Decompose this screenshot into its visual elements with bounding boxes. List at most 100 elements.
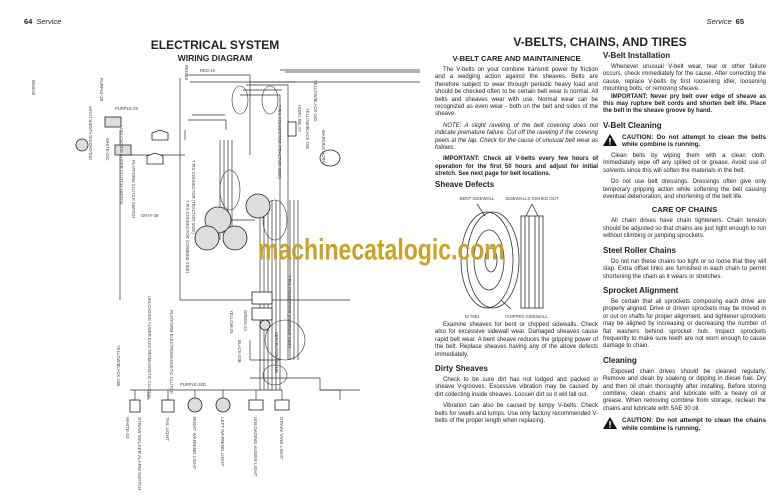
warning-horn-icon bbox=[319, 149, 341, 167]
label-unloading-light: UNLOADING AUGER LIGHT bbox=[88, 105, 93, 160]
label-left-warning: LEFT WARNING LIGHT bbox=[220, 417, 225, 466]
wires bbox=[119, 69, 420, 400]
terminal-block-2 bbox=[251, 291, 273, 305]
label-gray-29: GRAY-29 bbox=[141, 213, 159, 218]
diagram-bottom-labels: WHITE-10 STRAW WALKER ALARM SWITCH TAIL … bbox=[125, 417, 284, 490]
right-warning-light-icon bbox=[187, 397, 203, 413]
warning-triangle-icon bbox=[603, 417, 617, 430]
para-important: IMPORTANT: Check all V-belts every few h… bbox=[435, 156, 598, 178]
heading-steel-roller-chains: Steel Roller Chains bbox=[603, 245, 676, 255]
left-text-column-bottom: Examine sheaves for bent or chipped side… bbox=[435, 322, 598, 429]
caution-chains: CAUTION: Do not attempt to clean the cha… bbox=[603, 417, 766, 432]
sheave-defects-figure: BENT SIDEWALL SIDEWALLS DISHED OUT CHIPP… bbox=[460, 196, 559, 319]
wiring-diagram: M54046 PURPLE-28 PURPLE-29 GRAY-29 RED-1… bbox=[31, 65, 420, 490]
label-tail-light: TAIL LIGHT bbox=[165, 417, 170, 441]
page-title: ELECTRICAL SYSTEM bbox=[150, 38, 280, 52]
diagram-labels: M54046 PURPLE-28 PURPLE-29 GRAY-29 RED-1… bbox=[31, 65, 326, 398]
section-name-right: Service bbox=[706, 17, 732, 26]
heading-sheave-defects: Sheave Defects bbox=[435, 180, 495, 189]
section-name: Service bbox=[36, 17, 62, 26]
label-grain-tank-light: GRAIN TANK LIGHT bbox=[279, 417, 284, 460]
caution-chains-text: CAUTION: Do not attempt to clean the cha… bbox=[622, 417, 766, 432]
unloading-auger-light-icon bbox=[75, 138, 89, 152]
label-platform-switch: PLATFORM CLUTCH SWITCH bbox=[131, 160, 136, 218]
label-purple-29: PURPLE-29 bbox=[115, 106, 138, 111]
page-number-right: 65 bbox=[735, 17, 744, 26]
horn-relay-icon bbox=[287, 121, 297, 137]
heading-vbelt-installation: V-Belt Installation bbox=[603, 51, 671, 60]
heading-dirty-sheaves: Dirty Sheaves bbox=[435, 364, 488, 374]
label-unloading-clutch: UNLOADING AUGER ELECTROMAGNETIC CLUTCH bbox=[147, 296, 152, 398]
platform-clutch-icon bbox=[146, 152, 164, 165]
para-clean-2: Do not use belt dressings. Dressings oft… bbox=[603, 179, 766, 201]
figure-code: M 7651 bbox=[465, 314, 480, 319]
para-note: NOTE: A slight raveling of the belt cove… bbox=[435, 122, 598, 152]
label-platform-clutch: PLATFORM ELECTROMAGNETIC CLUTCH bbox=[169, 310, 174, 394]
para-install-important: IMPORTANT: Never pry belt over edge of s… bbox=[603, 93, 766, 115]
straw-walker-switch-icon bbox=[129, 399, 141, 413]
unloading-clutch-icon bbox=[151, 129, 169, 141]
para-examine: Examine sheaves for bent or chipped side… bbox=[435, 322, 598, 358]
grain-tank-light-icon bbox=[274, 399, 290, 411]
label-7pin-tractor-2: 7 PIN CONNECTOR (TRACTOR SIDE) bbox=[191, 160, 196, 234]
heading-vbelt-care: V-BELT CARE AND MAINTAINENCE bbox=[452, 54, 581, 63]
label-separator-frame: SEPARATOR FRAME bbox=[274, 332, 279, 373]
caution-belts-text: CAUTION: Do not attempt to clean the bel… bbox=[622, 133, 766, 149]
label-red-18: RED-18 bbox=[184, 65, 189, 81]
label-green-24: GREEN-24 bbox=[243, 310, 248, 332]
label-unloading-switch: UNLOADING AUGER CLUTCH SWITCH bbox=[119, 128, 124, 205]
label-dished-out: SIDEWALLS DISHED OUT bbox=[505, 196, 559, 201]
label-code: M54046 bbox=[31, 80, 36, 96]
right-text-column: V-Belt Installation Whenever unusual V-b… bbox=[603, 49, 766, 436]
label-straw-walker: STRAW WALKER ALARM SWITCH bbox=[137, 417, 142, 490]
para-dirty-2: Vibration can also be caused by lumpy V-… bbox=[435, 403, 598, 425]
para-clean-1: Clean belts by wiping them with a clean … bbox=[603, 153, 766, 174]
page-number: 64 bbox=[24, 17, 33, 26]
label-white-10c: WHITE-10C bbox=[105, 138, 110, 161]
label-warning-horn: WARNING HORN bbox=[321, 130, 326, 164]
heading-chain-cleaning: Cleaning bbox=[603, 355, 637, 365]
para-chain-cleaning: Exposed chain drives should be cleaned r… bbox=[603, 368, 766, 412]
platform-switch-icon bbox=[114, 144, 132, 156]
label-horn-relay: HORN RELAY bbox=[297, 105, 302, 132]
label-chipped-sidewall: CHIPPED SIDEWALL bbox=[505, 314, 548, 319]
label-bent-sidewall: BENT SIDEWALL bbox=[460, 196, 495, 201]
page-subtitle: WIRING DIAGRAM bbox=[177, 53, 253, 63]
label-unloading-light-2: UNLOADING AUGER LIGHT bbox=[253, 417, 258, 477]
label-yellow-black-16b: YELLOW/BLACK-16B bbox=[116, 345, 121, 386]
label-right-warning: RIGHT WARNING LIGHT bbox=[192, 417, 197, 470]
para-install: Whenever unusual V-belt wear, tear or ot… bbox=[603, 64, 766, 93]
connectors-and-devices bbox=[75, 116, 341, 413]
para-dirty-1: Check to be sure dirt has not lodged and… bbox=[435, 377, 598, 398]
terminal-block bbox=[251, 307, 273, 321]
heading-sprocket-alignment: Sprocket Alignment bbox=[603, 285, 679, 295]
tail-light-icon bbox=[161, 399, 175, 413]
label-7pin-combine: 7 PIN CONNECTOR (COMBINE SIDE) bbox=[185, 200, 190, 274]
heading-vbelt-cleaning: V-Belt Cleaning bbox=[603, 120, 662, 130]
unloading-auger-light-2-icon bbox=[248, 399, 264, 411]
harness-loops bbox=[219, 85, 306, 386]
label-yellow-25: YELLOW-25 bbox=[229, 310, 234, 334]
caution-belts: CAUTION: Do not attempt to clean the bel… bbox=[603, 133, 766, 149]
para-vbelt-intro: The V-belts on your combine transmit pow… bbox=[435, 67, 598, 118]
seven-pin-connector-tractor-2 bbox=[245, 193, 271, 219]
para-roller: Do not run these chains too tight or so … bbox=[603, 258, 766, 280]
left-warning-light-icon bbox=[215, 397, 231, 413]
left-text-column-top: V-BELT CARE AND MAINTAINENCE The V-belts… bbox=[435, 50, 598, 183]
right-page-title: V-BELTS, CHAINS, AND TIRES bbox=[513, 35, 687, 49]
label-red-18b: RED-18 bbox=[200, 68, 216, 73]
seven-pin-connector-combine bbox=[194, 225, 220, 251]
label-white-10: WHITE-10 bbox=[125, 417, 130, 439]
para-sprocket: Be certain that all sprockets composing … bbox=[603, 298, 766, 350]
warning-triangle-icon bbox=[603, 133, 617, 146]
label-purple-28: PURPLE-28 bbox=[99, 78, 104, 101]
separator-frame-ground-icon bbox=[259, 319, 271, 331]
label-black-22b: BLACK-22B bbox=[237, 340, 242, 363]
label-7pin-tractor: 7 PIN CONNECTOR (TRACTOR SIDE) bbox=[277, 105, 282, 179]
label-7pin-combine-2: 7 PIN CONNECTOR (COMBINE SIDE) bbox=[287, 275, 292, 349]
label-yellow-black-16d: YELLOW/BLACK-16D bbox=[313, 80, 318, 121]
clutch-switch-icon bbox=[104, 116, 122, 128]
para-chains: All chain drives have chain tighteners. … bbox=[603, 218, 766, 240]
